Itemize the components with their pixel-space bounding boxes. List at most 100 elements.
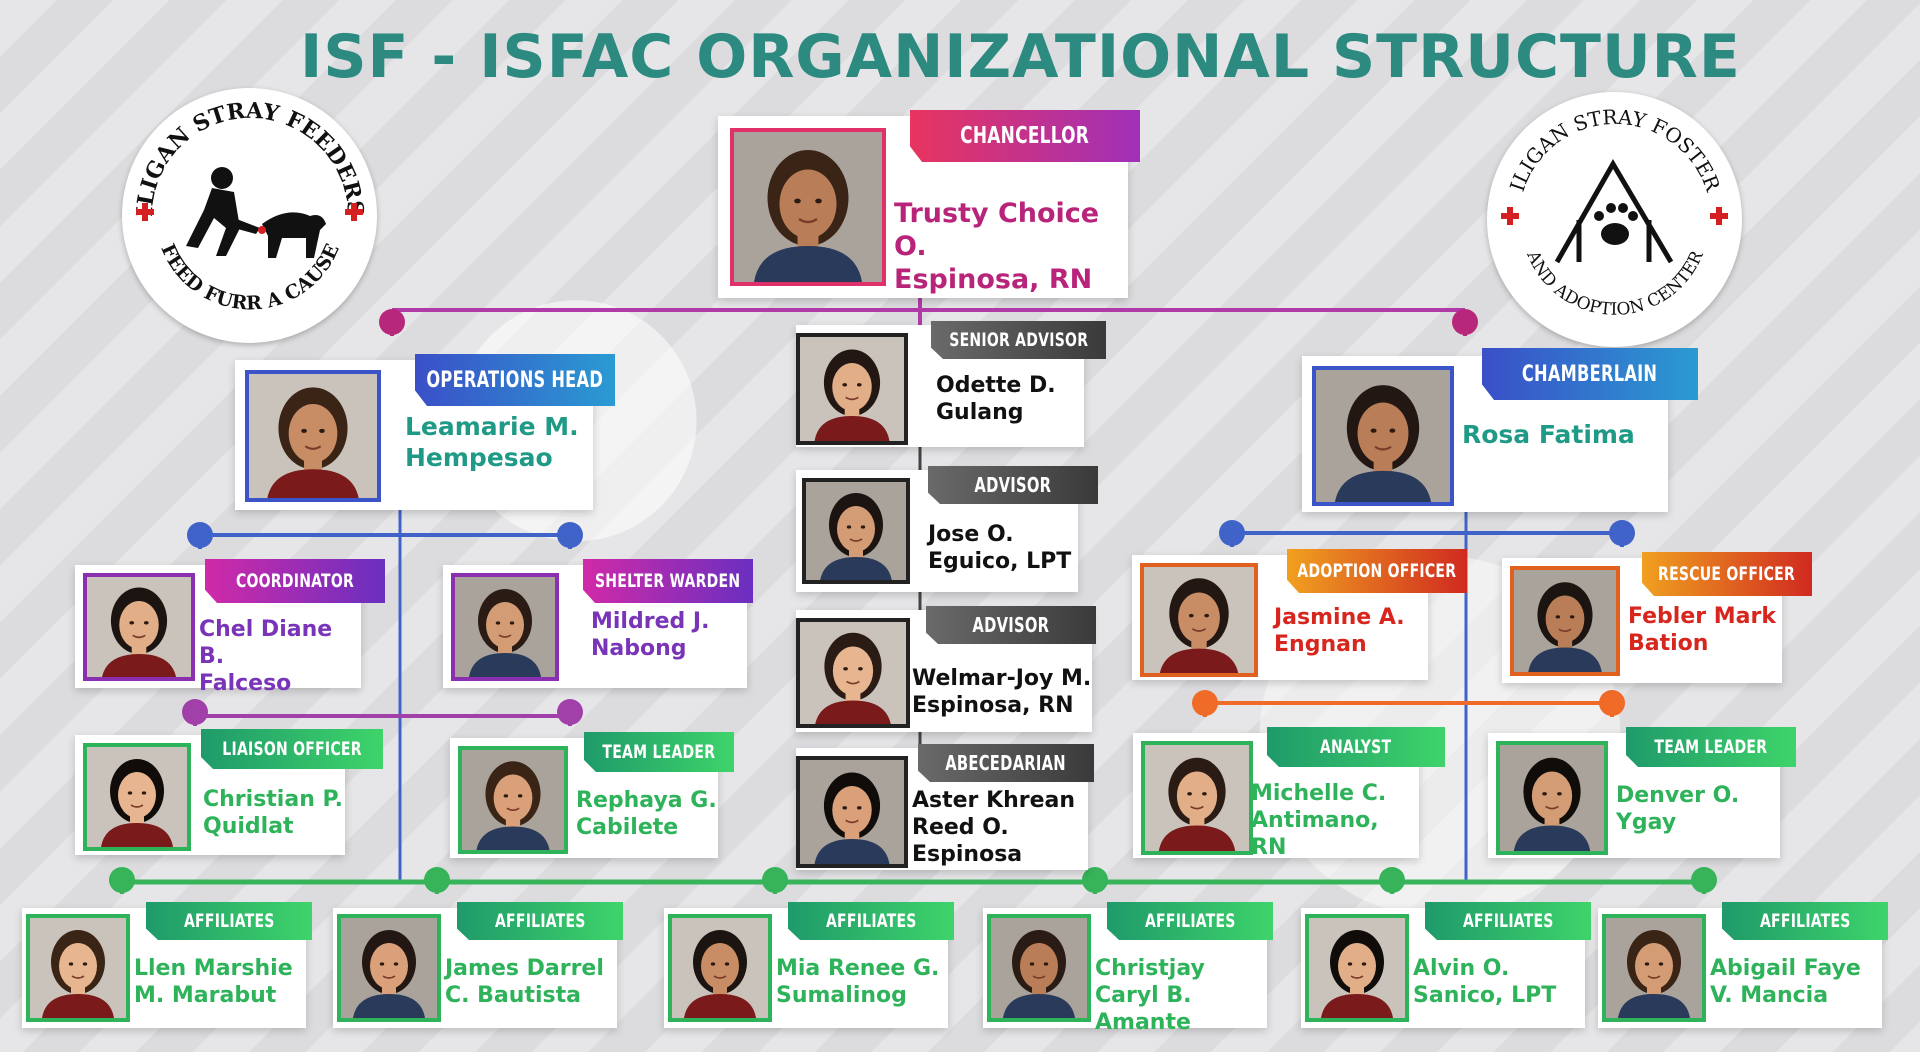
role-label: TEAM LEADER (602, 741, 716, 763)
role-label: AFFILIATES (1759, 910, 1851, 932)
member-name: Christian P. Quidlat (203, 787, 343, 839)
advisor-2-card: ADVISOR Welmar-Joy M. Espinosa, RN (796, 606, 1096, 732)
role-label: OPERATIONS HEAD (426, 367, 604, 393)
profile-photo (26, 914, 130, 1022)
isf-logo: ILIGAN STRAY FEEDERS FEED FURR A CAUSE (122, 88, 377, 343)
member-name: Abigail Faye V. Mancia (1710, 956, 1861, 1008)
role-tag: OPERATIONS HEAD (415, 354, 615, 406)
profile-photo (1140, 563, 1258, 677)
role-label: SENIOR ADVISOR (948, 329, 1088, 351)
member-name: Jose O. Eguico, LPT (928, 522, 1072, 574)
role-tag: SHELTER WARDEN (583, 559, 753, 603)
role-label: ADOPTION OFFICER (1297, 560, 1457, 582)
role-label: ANALYST (1320, 736, 1392, 758)
svg-text:FEED FURR A CAUSE: FEED FURR A CAUSE (156, 241, 343, 315)
profile-photo (1141, 741, 1253, 855)
connector-node (187, 522, 213, 549)
connector-node (1609, 520, 1635, 547)
team-leader-right-card: TEAM LEADER Denver O. Ygay (1488, 727, 1796, 858)
role-tag: AFFILIATES (1425, 902, 1591, 940)
affiliate-node (1691, 867, 1717, 894)
svg-text:AND ADOPTION CENTER: AND ADOPTION CENTER (1522, 247, 1708, 320)
abecedarian-card: ABECEDARIAN Aster Khrean Reed O. Espinosa (796, 744, 1094, 870)
member-name: Odette D. Gulang (936, 373, 1056, 425)
logo-right-bottom-text: AND ADOPTION CENTER (1522, 247, 1708, 320)
logo-right-top-text: ILIGAN STRAY FOSTER (1505, 105, 1725, 196)
role-tag: ADVISOR (928, 466, 1098, 504)
role-tag: AFFILIATES (457, 902, 623, 940)
affiliates-1-card: AFFILIATES James Darrel C. Bautista (333, 902, 623, 1028)
profile-photo (337, 914, 441, 1022)
role-label: COORDINATOR (235, 570, 355, 592)
profile-photo (245, 370, 381, 502)
connector-node (1599, 690, 1625, 717)
member-name: James Darrel C. Bautista (445, 956, 604, 1008)
member-name: Denver O. Ygay (1616, 783, 1740, 835)
role-tag: CHANCELLOR (910, 110, 1140, 162)
role-tag: ABECEDARIAN (918, 744, 1094, 782)
operations-head-card: OPERATIONS HEAD Leamarie M. Hempesao (235, 354, 615, 510)
member-name: Aster Khrean Reed O. Espinosa (912, 788, 1076, 867)
affiliate-node (424, 867, 450, 894)
profile-photo (458, 746, 568, 854)
branch-node (379, 309, 405, 336)
profile-photo (451, 573, 559, 681)
role-label: AFFILIATES (1144, 910, 1236, 932)
member-name: Llen Marshie M. Marabut (134, 956, 293, 1008)
role-label: SHELTER WARDEN (595, 570, 741, 592)
role-tag: ANALYST (1267, 727, 1445, 767)
connector-node (557, 699, 583, 726)
shelter-warden-card: SHELTER WARDEN Mildred J. Nabong (443, 559, 753, 688)
role-label: CHANCELLOR (960, 123, 1090, 149)
role-tag: AFFILIATES (788, 902, 954, 940)
profile-photo (1496, 741, 1608, 855)
member-name: Jasmine A. Engnan (1274, 605, 1405, 657)
profile-photo (83, 573, 195, 681)
member-name: Alvin O. Sanico, LPT (1413, 956, 1557, 1008)
role-label: AFFILIATES (1462, 910, 1554, 932)
affiliates-5-card: AFFILIATES Abigail Faye V. Mancia (1598, 902, 1888, 1028)
member-name: Welmar-Joy M. Espinosa, RN (912, 666, 1092, 718)
role-tag: COORDINATOR (205, 559, 385, 603)
connector-node (1219, 520, 1245, 547)
role-tag: ADVISOR (926, 606, 1096, 644)
role-tag: TEAM LEADER (584, 732, 734, 772)
member-name: Chel Diane B. Falceso (199, 617, 333, 696)
logo-left-top-text: ILIGAN STRAY FEEDERS (132, 98, 368, 218)
member-name: Mildred J. Nabong (591, 609, 710, 661)
affiliate-node (109, 867, 135, 894)
member-name: Rosa Fatima (1462, 420, 1635, 449)
connector-node (182, 699, 208, 726)
profile-photo (1510, 566, 1620, 676)
page-title: ISF - ISFAC ORGANIZATIONAL STRUCTURE (300, 22, 1741, 92)
member-name: Christjay Caryl B. Amante (1095, 956, 1205, 1035)
member-name: Trusty Choice O. Espinosa, RN (894, 198, 1100, 295)
profile-photo (1602, 914, 1706, 1022)
role-tag: AFFILIATES (146, 902, 312, 940)
profile-photo (987, 914, 1091, 1022)
profile-photo (796, 618, 910, 728)
affiliate-node (762, 867, 788, 894)
role-tag: AFFILIATES (1722, 902, 1888, 940)
profile-photo (796, 756, 908, 868)
profile-photo (730, 128, 886, 286)
affiliates-3-card: AFFILIATES Christjay Caryl B. Amante (983, 902, 1273, 1035)
affiliate-node (1082, 867, 1108, 894)
senior-advisor-card: SENIOR ADVISOR Odette D. Gulang (796, 321, 1106, 447)
role-tag: CHAMBERLAIN (1482, 348, 1698, 400)
role-label: CHAMBERLAIN (1522, 361, 1658, 387)
role-tag: TEAM LEADER (1626, 727, 1796, 767)
profile-photo (802, 478, 910, 584)
profile-photo (668, 914, 772, 1022)
role-label: RESCUE OFFICER (1658, 563, 1796, 585)
member-name: Leamarie M. Hempesao (405, 412, 579, 472)
logo-left-bottom-text: FEED FURR A CAUSE (156, 241, 343, 315)
branch-node (1452, 309, 1478, 336)
svg-text:ILIGAN STRAY FOSTER: ILIGAN STRAY FOSTER (1505, 105, 1725, 196)
role-label: AFFILIATES (825, 910, 917, 932)
role-label: ABECEDARIAN (945, 751, 1067, 775)
profile-photo (83, 743, 191, 851)
